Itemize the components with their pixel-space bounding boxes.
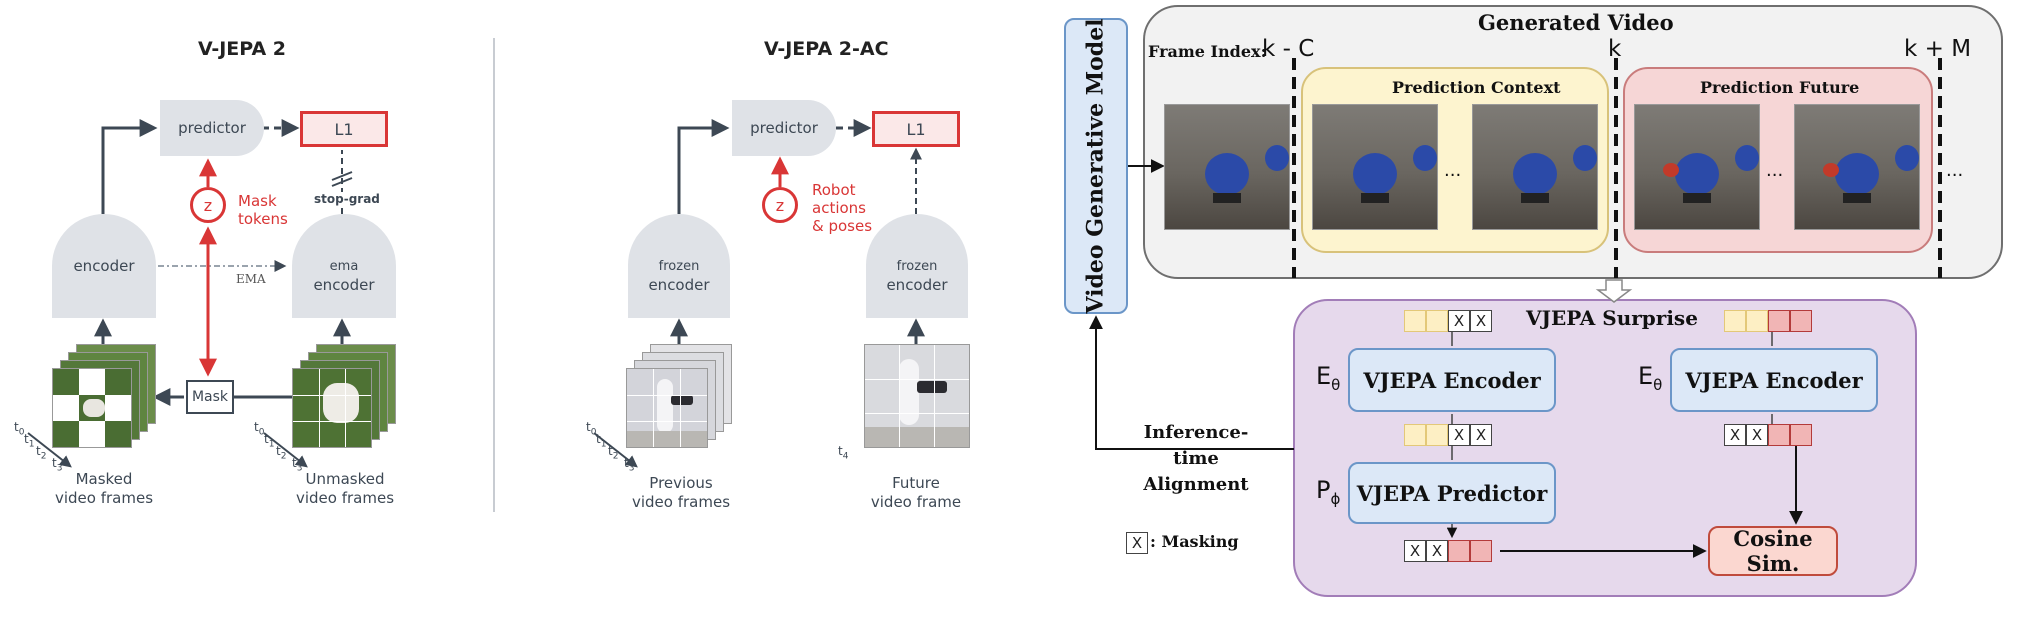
future-frame-last (1794, 104, 1920, 230)
e-theta-left: Eθ (1316, 362, 1341, 394)
predictor-block: predictor (160, 100, 264, 156)
ac-t3-label: t3 (624, 456, 635, 474)
generated-video-title: Generated Video (1478, 10, 1674, 35)
index-k-plus-m: k + M (1904, 36, 1972, 62)
frozen-encoder-right: frozen encoder (866, 214, 968, 318)
index-k-minus-c: k - C (1262, 36, 1315, 62)
previous-video-frames-stack (626, 344, 734, 448)
stopgrad-tick-1 (331, 171, 353, 181)
ac-t4-label: t4 (838, 444, 849, 462)
l1-loss-box: L1 (300, 111, 388, 147)
encoder-to-predictor-arrow (101, 119, 158, 214)
index-k: k (1608, 36, 1622, 62)
dog-shape (323, 383, 359, 423)
vjepa-surprise-title: VJEPA Surprise (1526, 306, 1698, 330)
p-phi-label: Pϕ (1316, 476, 1341, 508)
ema-encoder-block: ema encoder (292, 214, 396, 318)
vjepa2-title: V-JEPA 2 (198, 38, 286, 60)
t3-label-masked: t3 (52, 456, 63, 474)
target-tokens-input (1724, 310, 1812, 332)
ac-t1-label: t1 (596, 432, 607, 450)
masked-frame-front (52, 368, 132, 448)
masked-video-frames-stack (52, 344, 156, 448)
alignment-feedback-arrow (1089, 315, 1294, 450)
frozen-encoder-left: frozen encoder (628, 214, 730, 318)
ema-label: EMA (236, 272, 266, 286)
encoder-block: encoder (52, 214, 156, 318)
robot-actions-label: Robot actions & poses (812, 181, 873, 235)
context-frame-last (1472, 104, 1598, 230)
mask-box: Mask (186, 380, 234, 414)
cosine-sim-box: Cosine Sim. (1708, 526, 1838, 576)
time-axis-prev (593, 432, 638, 468)
generated-to-surprise-hollow-arrow (1595, 279, 1633, 303)
unmasked-video-frames-caption: Unmasked video frames (295, 470, 395, 507)
ac-t0-label: t0 (586, 420, 597, 438)
mask-tokens-label: Mask tokens (238, 192, 288, 228)
ac-l1-loss-box: L1 (872, 111, 960, 147)
t3-label-unmasked: t3 (292, 456, 303, 474)
masking-key-label: : Masking (1150, 532, 1239, 551)
ac-encoder-to-predictor-arrow (677, 119, 730, 214)
t2-label-unmasked: t2 (276, 444, 287, 462)
previous-video-frames-caption: Previous video frames (631, 474, 731, 511)
trailing-ellipsis: ... (1946, 160, 1964, 181)
vjepa2ac-title: V-JEPA 2-AC (764, 38, 889, 60)
time-axis-unmasked (263, 432, 308, 468)
vjepa-predictor-box: VJEPA Predictor (1348, 462, 1556, 524)
future-ellipsis: ... (1766, 160, 1784, 181)
stopgrad-tick-2 (331, 177, 353, 187)
dog-patch (83, 399, 105, 417)
vjepa-encoder-right: VJEPA Encoder (1670, 348, 1878, 412)
future-video-frame (864, 344, 970, 448)
t2-label-masked: t2 (36, 444, 47, 462)
ac-z-circle: z (762, 187, 798, 223)
future-frame-first (1634, 104, 1760, 230)
masking-key-square: X (1126, 532, 1148, 554)
e-theta-right: Eθ (1638, 362, 1663, 394)
future-video-frame-caption: Future video frame (870, 474, 962, 511)
prediction-context-label: Prediction Context (1392, 78, 1561, 97)
frame-index-label: Frame Index: (1148, 42, 1267, 61)
t0-label-masked: t0 (14, 420, 25, 438)
vjepa-encoder-left: VJEPA Encoder (1348, 348, 1556, 412)
unmasked-frame-front (292, 368, 372, 448)
time-axis-masked (27, 432, 72, 468)
t1-label-unmasked: t1 (264, 432, 275, 450)
robot-frame-front (626, 368, 708, 448)
stopgrad-label: stop-grad (312, 192, 382, 206)
inference-time-alignment-label: Inference-time Alignment (1143, 422, 1249, 495)
video-generative-model-box: Video Generative Model (1064, 18, 1128, 314)
masked-video-frames-caption: Masked video frames (54, 470, 154, 507)
context-frame-first (1312, 104, 1438, 230)
unmasked-video-frames-stack (292, 344, 396, 448)
context-ellipsis: ... (1444, 160, 1462, 181)
frame-before-context (1164, 104, 1290, 230)
z-token-circle: z (190, 187, 226, 223)
ac-t2-label: t2 (608, 444, 619, 462)
ac-predictor-block: predictor (732, 100, 836, 156)
prediction-future-label: Prediction Future (1700, 78, 1860, 97)
t1-label-masked: t1 (24, 432, 35, 450)
t0-label-unmasked: t0 (254, 420, 265, 438)
